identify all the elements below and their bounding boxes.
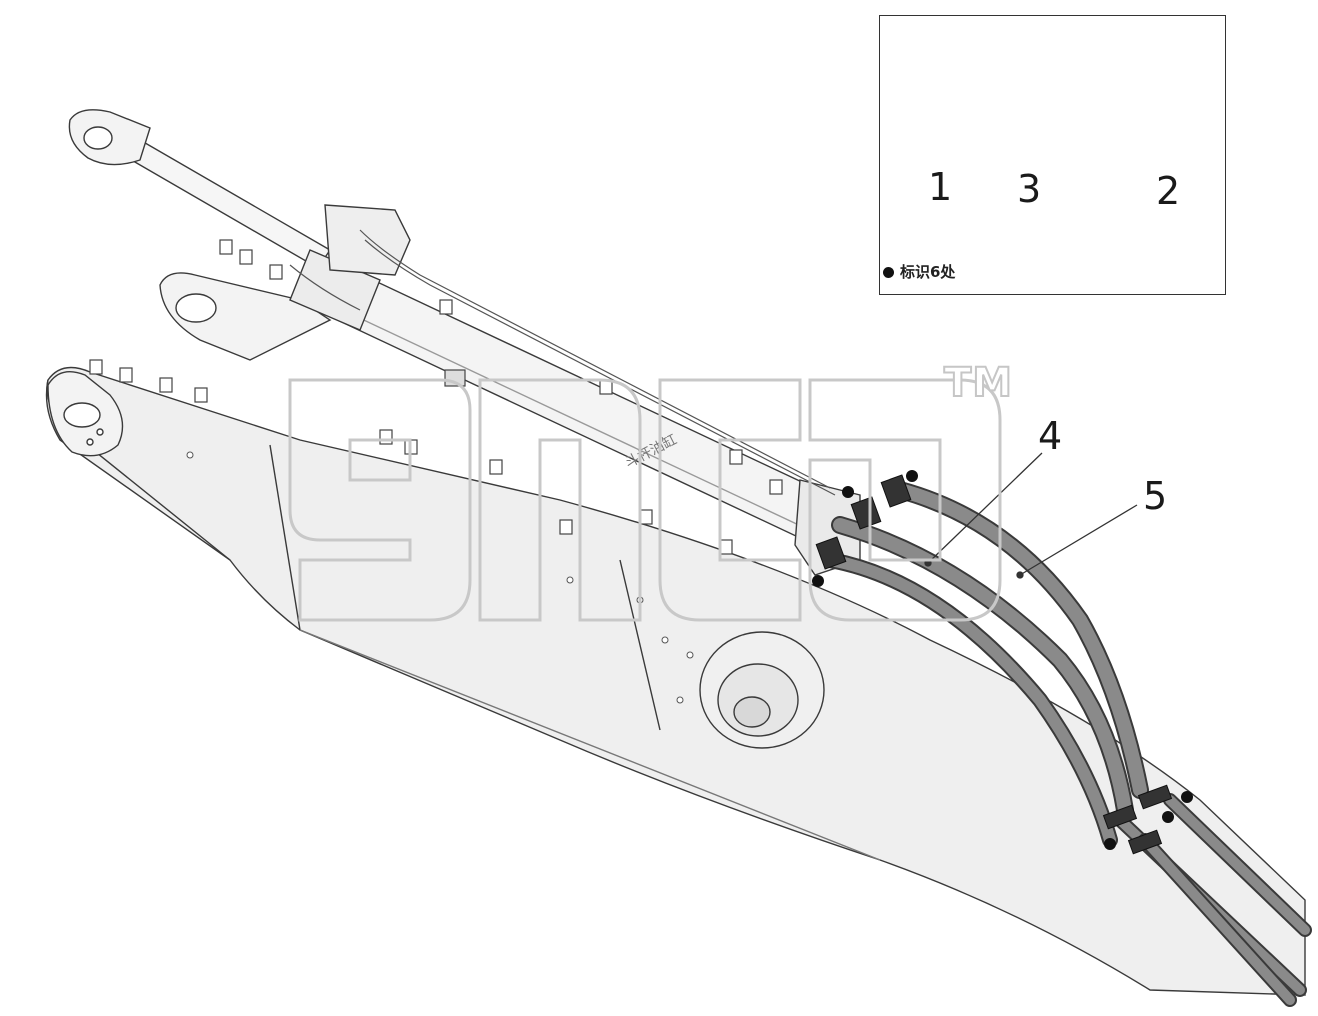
legend-text: 标识6处 xyxy=(900,263,956,281)
leader-lines xyxy=(924,452,1138,579)
callout-1: 1 xyxy=(928,165,953,209)
callout-4: 4 xyxy=(1038,414,1063,458)
inset-legend: 标识6处 xyxy=(883,261,955,282)
callout-5: 5 xyxy=(1143,474,1168,518)
upper-ear-plate xyxy=(159,272,332,361)
callout-3: 3 xyxy=(1017,167,1042,211)
watermark-trademark: TM xyxy=(943,359,1014,407)
arm-body xyxy=(45,366,1306,996)
flanges xyxy=(815,474,1173,855)
marker-dots xyxy=(812,470,1193,850)
detail-inset: 标识6处 xyxy=(879,15,1226,295)
cylinder-pipes xyxy=(289,229,836,496)
marker-dot-icon xyxy=(883,267,894,278)
arm-end-lug xyxy=(47,371,124,457)
hose-assembly xyxy=(822,481,1312,1007)
callout-2: 2 xyxy=(1156,169,1181,213)
watermark-brand xyxy=(288,378,1002,622)
pipe-clamps xyxy=(89,239,783,555)
hinge-boss xyxy=(699,631,825,749)
